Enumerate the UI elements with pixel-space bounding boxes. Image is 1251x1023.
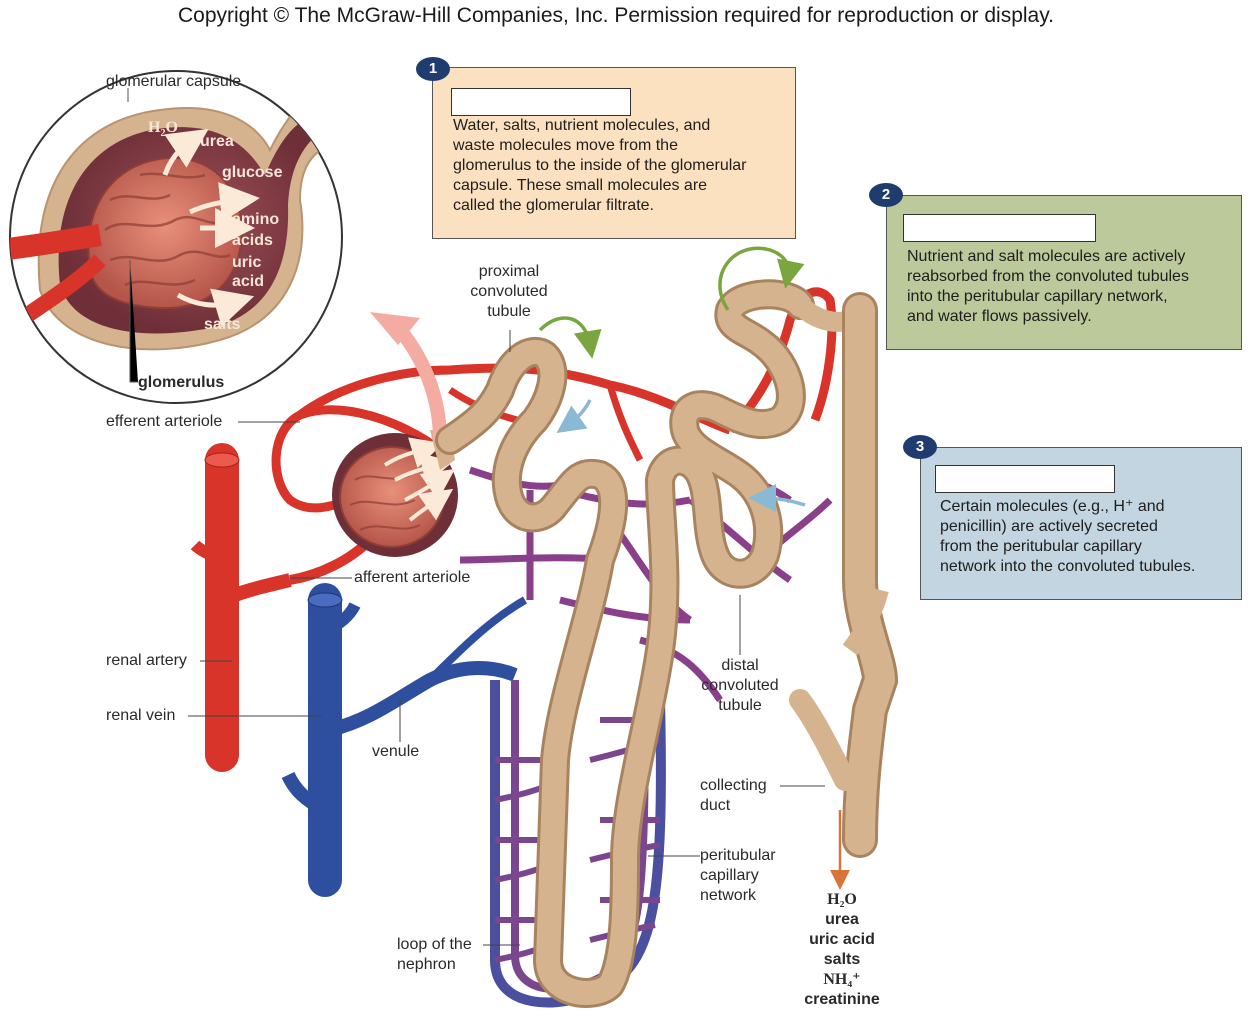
renal-vein bbox=[281, 583, 527, 897]
collecting-duct-label: collecting duct bbox=[700, 777, 767, 814]
step-3-text: Certain molecules (e.g., H⁺ and penicill… bbox=[940, 498, 1196, 575]
molecule-urea: urea bbox=[200, 133, 234, 150]
copyright-notice: Copyright © The McGraw-Hill Companies, I… bbox=[177, 4, 1055, 27]
step-3-badge: 3 bbox=[903, 435, 937, 459]
glomerular-capsule-label: glomerular capsule bbox=[106, 73, 242, 90]
distal-tubule-label: distal convoluted tubule bbox=[701, 657, 779, 714]
molecule-acid: acid bbox=[232, 273, 265, 290]
step-3-box: Certain molecules (e.g., H⁺ and penicill… bbox=[920, 447, 1242, 600]
glomerulus bbox=[332, 430, 458, 557]
molecule-glucose: glucose bbox=[222, 164, 283, 181]
step-1-box: Water, salts, nutrient molecules, and wa… bbox=[432, 67, 796, 239]
peritubular-network-label: peritubular capillary network bbox=[700, 847, 776, 904]
renal-artery-label: renal artery bbox=[106, 652, 187, 669]
renal-vein-label: renal vein bbox=[106, 707, 176, 724]
zoom-arrow bbox=[394, 325, 447, 441]
step-2-text: Nutrient and salt molecules are actively… bbox=[907, 248, 1189, 325]
molecule-salts: salts bbox=[204, 316, 241, 333]
step-1-blank-field[interactable] bbox=[451, 88, 631, 116]
flow-arrows bbox=[538, 246, 806, 513]
zoom-arrow-head bbox=[370, 312, 420, 345]
molecule-acids: acids bbox=[232, 232, 273, 249]
loop-of-nephron-label: loop of the nephron bbox=[397, 936, 472, 973]
glomerulus-label: glomerulus bbox=[138, 374, 225, 391]
collecting-duct bbox=[789, 292, 899, 890]
urine-output-list: H₂O urea uric acid salts NH₄⁺ creatinine bbox=[804, 891, 880, 1008]
step-2-blank-field[interactable] bbox=[903, 214, 1096, 242]
venule-label: venule bbox=[372, 743, 420, 760]
molecule-uric: uric bbox=[232, 254, 262, 271]
efferent-arteriole-label: efferent arteriole bbox=[106, 413, 223, 430]
step-2-badge: 2 bbox=[869, 183, 903, 207]
leader-lines bbox=[188, 330, 825, 946]
step-1-text: Water, salts, nutrient molecules, and wa… bbox=[453, 117, 747, 214]
proximal-tubule-label: proximal convoluted tubule bbox=[470, 263, 548, 320]
glomerulus-inset bbox=[9, 70, 343, 404]
molecule-amino: amino bbox=[232, 211, 280, 228]
step-2-box: Nutrient and salt molecules are actively… bbox=[886, 195, 1242, 350]
step-3-blank-field[interactable] bbox=[935, 465, 1115, 493]
molecule-h2o: H2O bbox=[148, 119, 178, 140]
step-1-badge: 1 bbox=[416, 57, 450, 81]
afferent-arteriole-label: afferent arteriole bbox=[354, 569, 471, 586]
